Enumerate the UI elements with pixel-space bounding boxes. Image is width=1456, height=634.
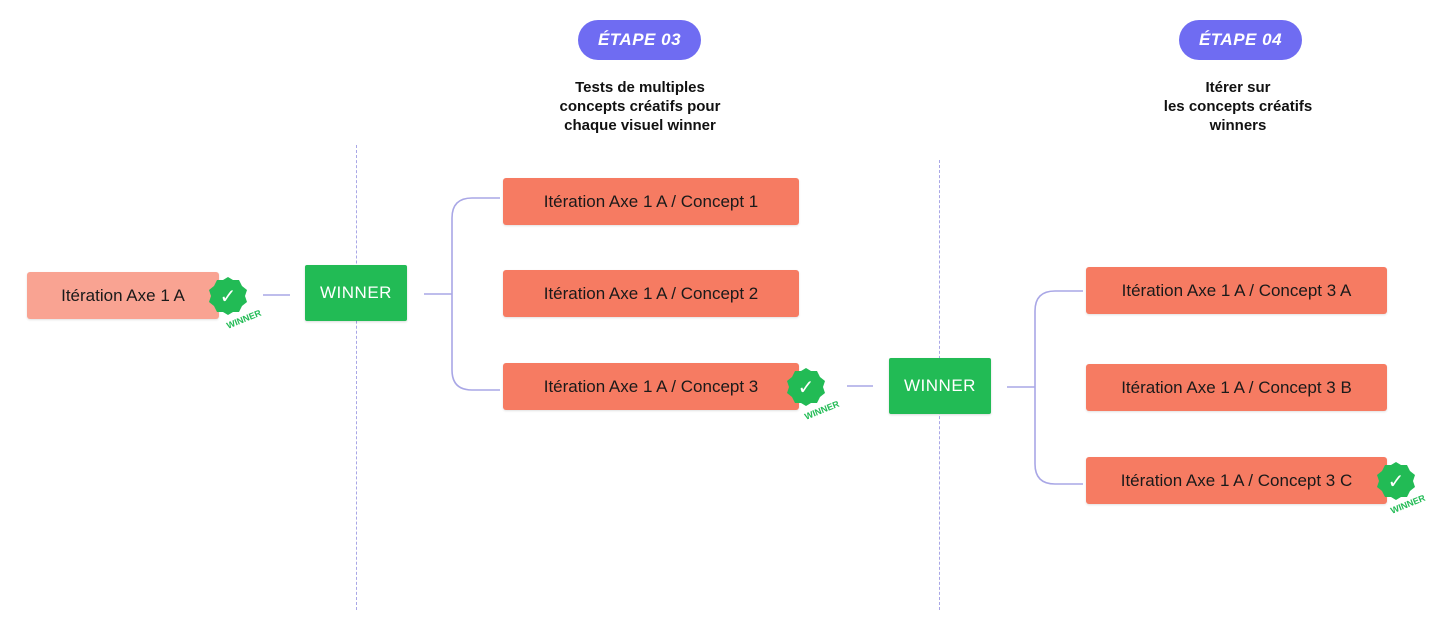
stage3-pill: ÉTAPE 03 [578,20,701,60]
stage-separator-left [356,145,357,610]
stage3-description-line: concepts créatifs pour [559,98,721,115]
concept-node-3: Itération Axe 1 A / Concept 3 [503,363,799,410]
winner-check-badge-icon: ✓ WINNER [1377,462,1427,516]
concept-node-2: Itération Axe 1 A / Concept 2 [503,270,799,317]
badge-check-glyph: ✓ [1388,469,1405,493]
stage4-pill: ÉTAPE 04 [1179,20,1302,60]
connector-bracket-variants [1034,290,1083,485]
concept-node-1: Itération Axe 1 A / Concept 1 [503,178,799,225]
winner-check-badge-icon: ✓ WINNER [787,368,841,422]
stage3-description: Tests de multiples concepts créatifs pou… [540,78,740,135]
winner-box-stage3: WINNER [305,265,407,321]
variant-node-a: Itération Axe 1 A / Concept 3 A [1086,267,1387,314]
stage4-description-line: winners [1209,117,1267,134]
stage4-description-line: Itérer sur [1205,79,1271,96]
winner-box-stage4: WINNER [889,358,991,414]
winner-check-badge-icon: ✓ WINNER [209,277,263,331]
badge-check-glyph: ✓ [220,284,237,308]
start-node: Itération Axe 1 A [27,272,219,319]
variant-node-b: Itération Axe 1 A / Concept 3 B [1086,364,1387,411]
stage3-description-line: chaque visuel winner [564,117,716,134]
badge-check-glyph: ✓ [798,375,815,399]
stage3-description-line: Tests de multiples [575,79,705,96]
stage4-description: Itérer sur les concepts créatifs winners [1138,78,1338,135]
connector-bracket-concepts [451,197,500,391]
variant-node-c: Itération Axe 1 A / Concept 3 C [1086,457,1387,504]
stage4-description-line: les concepts créatifs [1163,98,1313,115]
